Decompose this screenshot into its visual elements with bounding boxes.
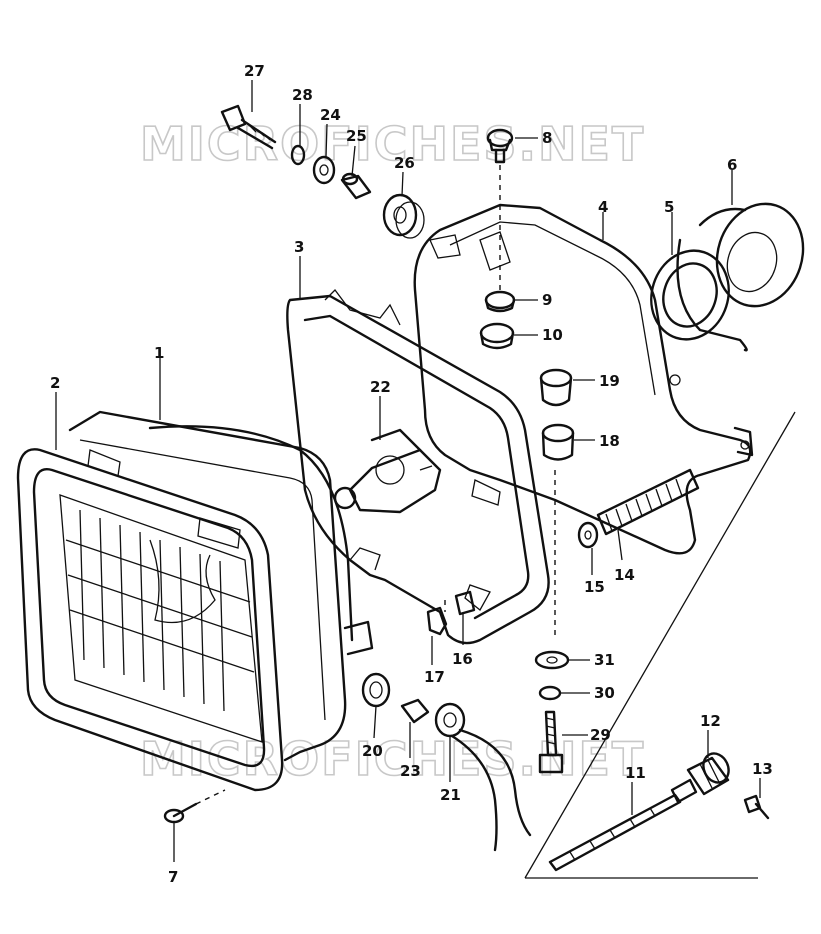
headlight-bulb xyxy=(333,428,442,514)
washer-15 xyxy=(577,521,599,549)
part-label-19: 19 xyxy=(599,372,620,390)
cushion-10 xyxy=(479,322,515,350)
part-label-29: 29 xyxy=(590,726,611,744)
spacer-25 xyxy=(340,172,372,200)
grommet-26 xyxy=(382,193,425,239)
part-label-2: 2 xyxy=(50,374,60,392)
adjusting-bolt-11 xyxy=(548,778,698,872)
washer-31 xyxy=(534,650,570,670)
part-label-12: 12 xyxy=(700,712,721,730)
screw-7 xyxy=(163,802,198,824)
part-label-27: 27 xyxy=(244,62,265,80)
part-label-9: 9 xyxy=(542,291,552,309)
part-label-28: 28 xyxy=(292,86,313,104)
headlight-lamp-unit xyxy=(59,410,374,762)
watermark-top: MICROFICHES.NET xyxy=(140,117,645,171)
washer-24 xyxy=(312,155,336,185)
leader-lines xyxy=(55,80,761,862)
part-label-8: 8 xyxy=(542,129,552,147)
headlight-mounting-frame xyxy=(286,289,550,645)
bolt-27 xyxy=(220,104,277,150)
part-label-14: 14 xyxy=(614,566,635,584)
part-label-24: 24 xyxy=(320,106,341,124)
part-label-22: 22 xyxy=(370,378,391,396)
part-label-11: 11 xyxy=(625,764,646,782)
bolt-29 xyxy=(538,710,564,774)
screw-8 xyxy=(486,128,514,290)
nut-16 xyxy=(454,590,476,616)
part-label-1: 1 xyxy=(154,344,164,362)
grommet-20 xyxy=(361,672,391,708)
collar-9 xyxy=(484,290,516,313)
part-label-23: 23 xyxy=(400,762,421,780)
watermark-bottom: MICROFICHES.NET xyxy=(140,732,645,786)
part-label-26: 26 xyxy=(394,154,415,172)
lock-washer-30 xyxy=(538,685,562,701)
part-label-16: 16 xyxy=(452,650,473,668)
part-label-20: 20 xyxy=(362,742,383,760)
screw-13 xyxy=(743,794,770,820)
cushion-19 xyxy=(539,368,573,407)
bulb-socket-holder xyxy=(650,249,730,341)
part-label-10: 10 xyxy=(542,326,563,344)
adjusting-knob-12 xyxy=(686,752,730,796)
part-label-5: 5 xyxy=(664,198,674,216)
part-label-15: 15 xyxy=(584,578,605,596)
headlight-housing xyxy=(413,203,754,555)
part-label-21: 21 xyxy=(440,786,461,804)
spring-14 xyxy=(596,468,700,536)
part-label-7: 7 xyxy=(168,868,178,886)
lock-washer-28 xyxy=(290,144,306,166)
part-label-4: 4 xyxy=(598,198,608,216)
part-label-13: 13 xyxy=(752,760,773,778)
pilot-socket-23 xyxy=(400,698,430,724)
headlight-rim xyxy=(16,448,284,792)
clip-17 xyxy=(426,606,448,636)
part-label-3: 3 xyxy=(294,238,304,256)
part-label-18: 18 xyxy=(599,432,620,450)
cushion-18 xyxy=(541,423,575,461)
subassembly-divider xyxy=(524,411,796,879)
part-label-30: 30 xyxy=(594,684,615,702)
axis-line-7 xyxy=(195,789,226,805)
part-label-17: 17 xyxy=(424,668,445,686)
part-label-25: 25 xyxy=(346,127,367,145)
headlight-cap xyxy=(676,202,805,352)
part-label-6: 6 xyxy=(727,156,737,174)
part-label-31: 31 xyxy=(594,651,615,669)
